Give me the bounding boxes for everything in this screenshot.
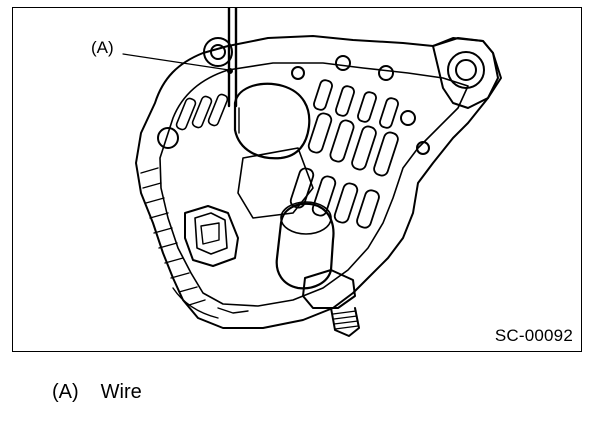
alternator-drawing bbox=[122, 8, 502, 337]
callout-label-a: (A) bbox=[91, 38, 114, 57]
figure-frame: (A) SC-00092 bbox=[12, 7, 582, 352]
figure-code: SC-00092 bbox=[494, 326, 573, 345]
legend: (A) Wire bbox=[52, 381, 142, 404]
legend-key: (A) bbox=[52, 381, 79, 403]
legend-text: Wire bbox=[100, 381, 142, 403]
